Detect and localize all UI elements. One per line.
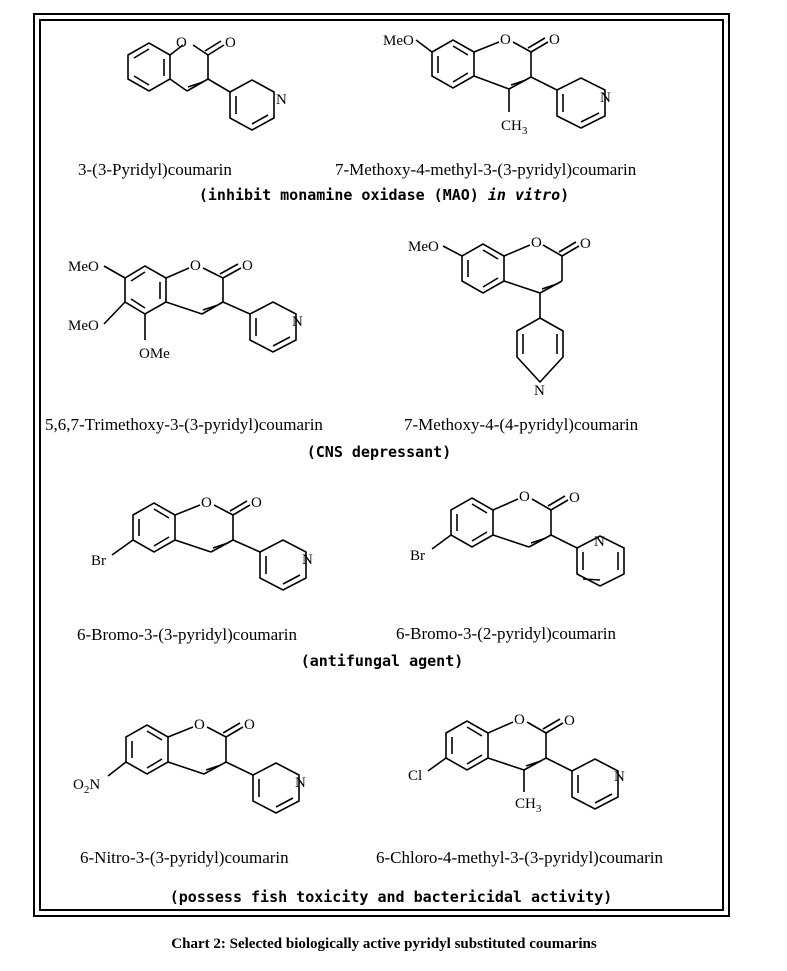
compound-name-8: 6-Chloro-4-methyl-3-(3-pyridyl)coumarin	[376, 848, 664, 867]
ring-oxygen-label: O	[201, 495, 212, 511]
carbonyl-oxygen-label: O	[225, 35, 236, 51]
structure-3-pyridylcoumarin: O O N	[127, 35, 287, 131]
carbonyl-oxygen-label: O	[580, 236, 591, 252]
pyridine-ring	[249, 301, 297, 353]
bromo-label: Br	[91, 553, 106, 569]
carbonyl-oxygen-label: O	[251, 495, 262, 511]
compound-name-1: 3-(3-Pyridyl)coumarin	[78, 160, 232, 179]
pyridine-ring	[571, 758, 619, 810]
ring-oxygen-label: O	[190, 258, 201, 274]
pyridine-n-label: N	[594, 534, 605, 550]
nitro-label: O2N	[73, 777, 100, 796]
pyridine-n-label: N	[534, 383, 545, 399]
carbonyl-oxygen-label: O	[569, 490, 580, 506]
structure-6-chloro-4-methyl-3-pyridylcoumarin: Cl O O CH3 N	[408, 712, 625, 815]
ring-oxygen-label: O	[531, 235, 542, 251]
chart-outer-frame	[33, 13, 730, 917]
compound-name-2: 7-Methoxy-4-methyl-3-(3-pyridyl)coumarin	[335, 160, 637, 179]
chloro-label: Cl	[408, 768, 422, 784]
pyridine-ring	[252, 762, 300, 814]
pyridine-n-label: N	[295, 775, 306, 791]
pyridine-n-label: N	[302, 552, 313, 568]
activity-antifungal: (antifungal agent)	[300, 652, 464, 670]
chart-inner-frame	[39, 19, 724, 911]
pyridine-ring	[516, 317, 564, 384]
figure-caption: Chart 2: Selected biologically active py…	[171, 936, 597, 952]
bromo-label: Br	[410, 548, 425, 564]
carbonyl-oxygen-label: O	[564, 713, 575, 729]
activity-mao-close: )	[560, 186, 570, 204]
pyridine-n-label: N	[600, 90, 611, 106]
carbonyl-oxygen-label: O	[242, 258, 253, 274]
pyridine-ring	[229, 79, 275, 131]
structure-6-bromo-3-2-pyridylcoumarin: Br O O N	[410, 489, 625, 587]
activity-cns: (CNS depressant)	[306, 443, 452, 461]
structure-6-nitro-3-pyridylcoumarin: O2N O O N	[73, 717, 306, 814]
compound-name-7: 6-Nitro-3-(3-pyridyl)coumarin	[80, 848, 289, 867]
ring-oxygen-label: O	[176, 35, 187, 51]
activity-mao: (inhibit monamine oxidase (MAO) in vitro…	[199, 188, 569, 203]
ring-oxygen-label: O	[519, 489, 530, 505]
ring-oxygen-label: O	[514, 712, 525, 728]
carbonyl-oxygen-label: O	[244, 717, 255, 733]
methoxy-7-label: MeO	[68, 259, 99, 275]
activity-toxicity: (possess fish toxicity and bactericidal …	[169, 888, 613, 906]
pyridine-ring	[556, 77, 606, 129]
carbonyl-oxygen-label: O	[549, 32, 560, 48]
methoxy-label: MeO	[408, 239, 439, 255]
structure-7-methoxy-4-pyridylcoumarin: MeO O O N	[408, 235, 591, 399]
structure-7-methoxy-4-methyl-3-pyridylcoumarin: MeO O O CH3 N	[383, 32, 611, 137]
pyridine-n-label: N	[292, 314, 303, 330]
pyridine-n-label: N	[276, 92, 287, 108]
ring-oxygen-label: O	[500, 32, 511, 48]
ring-oxygen-label: O	[194, 717, 205, 733]
methoxy-5-label: OMe	[139, 346, 170, 362]
methyl-label: CH3	[515, 796, 542, 815]
methoxy-6-label: MeO	[68, 318, 99, 334]
pyridine-ring	[259, 539, 307, 591]
pyridine-n-label: N	[614, 769, 625, 785]
compound-name-4: 7-Methoxy-4-(4-pyridyl)coumarin	[404, 415, 639, 434]
activity-mao-italic: in vitro	[487, 186, 561, 204]
methoxy-label: MeO	[383, 33, 414, 49]
compound-name-5: 6-Bromo-3-(3-pyridyl)coumarin	[77, 625, 297, 644]
pyridine-ring	[576, 535, 625, 587]
methyl-label: CH3	[501, 118, 528, 137]
compound-name-3: 5,6,7-Trimethoxy-3-(3-pyridyl)coumarin	[45, 415, 323, 434]
activity-mao-text: (inhibit monamine oxidase (MAO)	[198, 186, 488, 204]
structure-6-bromo-3-3-pyridylcoumarin: Br O O N	[91, 495, 313, 591]
compound-name-6: 6-Bromo-3-(2-pyridyl)coumarin	[396, 624, 616, 643]
structure-5-6-7-trimethoxy-3-pyridylcoumarin: MeO MeO OMe O O N	[68, 258, 303, 362]
